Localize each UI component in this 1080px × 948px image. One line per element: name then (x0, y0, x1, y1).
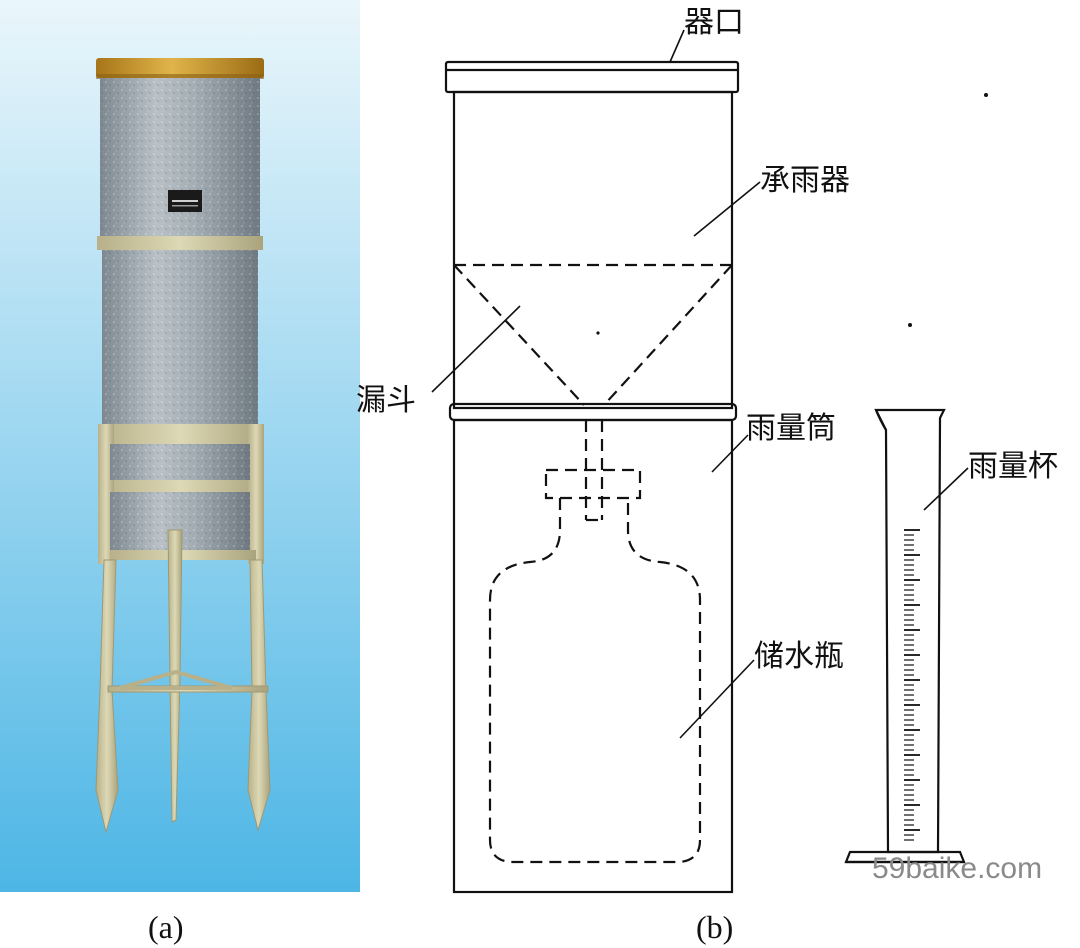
collar-band (448, 402, 738, 422)
label-receiver: 承雨器 (760, 163, 850, 198)
receiver-wall (452, 90, 734, 410)
funnel-outline (453, 263, 733, 406)
label-measuring-cup: 雨量杯 (968, 449, 1058, 484)
storage-bottle-outline (488, 468, 702, 864)
leader-receiver (693, 181, 761, 237)
label-funnel: 漏斗 (356, 383, 416, 418)
label-cylinder: 雨量筒 (746, 411, 836, 446)
brass-rim (96, 58, 264, 78)
caption-a: (a) (148, 909, 184, 945)
label-orifice: 器口 (684, 5, 744, 40)
leader-bottle (679, 659, 755, 739)
label-storage-bottle: 储水瓶 (754, 639, 844, 674)
schematic-panel: 器口 承雨器 漏斗 雨量筒 雨量杯 储水瓶 59baike.com (356, 5, 1058, 894)
cylinder-body (452, 418, 734, 894)
leader-cup (923, 467, 969, 511)
joint-band (97, 236, 263, 250)
orifice-rim (444, 60, 740, 94)
tripod-legs (95, 529, 271, 834)
photo-panel (0, 0, 360, 892)
measuring-cup-outline (844, 408, 966, 864)
watermark: 59baike.com (872, 852, 1042, 885)
leader-funnel (431, 305, 521, 393)
measuring-cup-scale (904, 529, 920, 841)
leader-orifice (669, 29, 685, 63)
leader-cylinder (711, 434, 749, 473)
caption-b: (b) (696, 909, 733, 945)
